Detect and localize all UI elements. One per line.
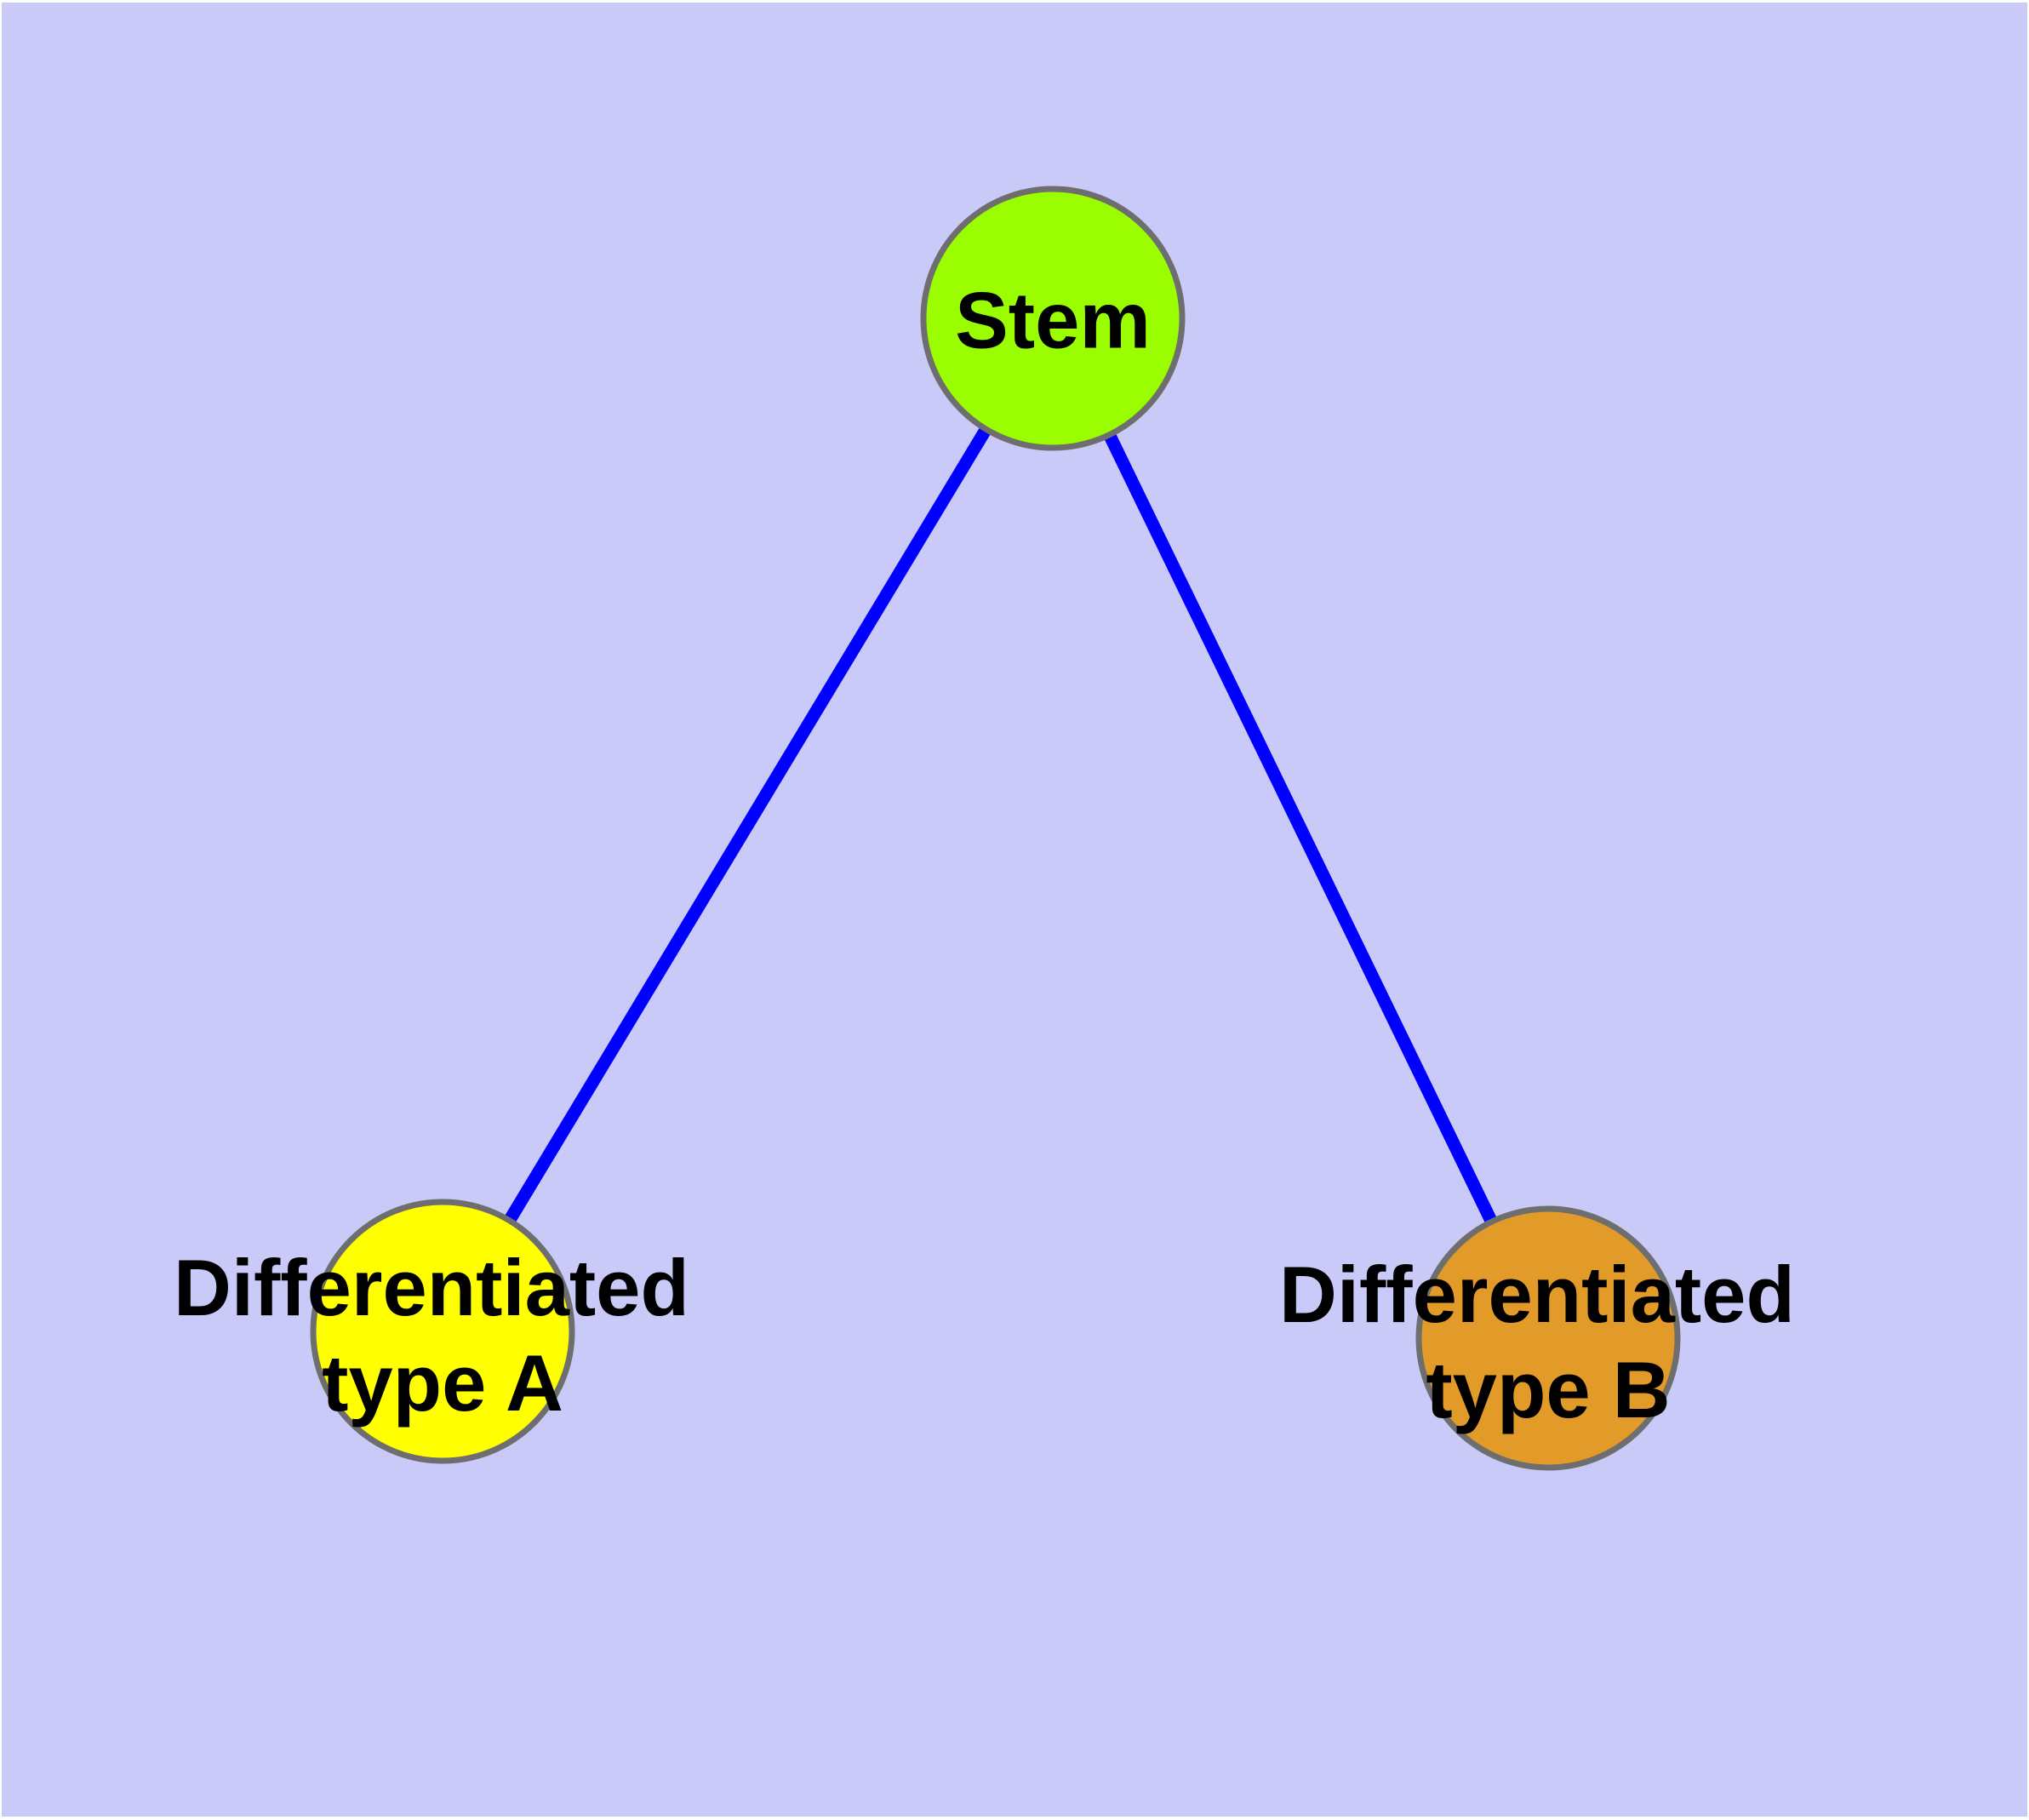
node-type-b-label: Differentiated type B [1279, 1250, 1817, 1434]
edge-stem-to-type-a [437, 315, 1059, 1335]
edge-stem-to-type-b [1047, 315, 1554, 1342]
node-type-a-label-line1: Differentiated [174, 1243, 689, 1332]
node-type-b [1415, 1205, 1681, 1471]
node-stem [920, 186, 1186, 451]
node-type-b-label-line1: Differentiated [1279, 1250, 1795, 1339]
node-type-b-label-line2: type B [1426, 1345, 1670, 1434]
node-type-a-label-line2: type A [322, 1338, 563, 1428]
node-type-a [310, 1199, 575, 1464]
node-stem-label: Stem [955, 276, 1151, 365]
node-type-a-label: Differentiated type A [174, 1243, 712, 1428]
